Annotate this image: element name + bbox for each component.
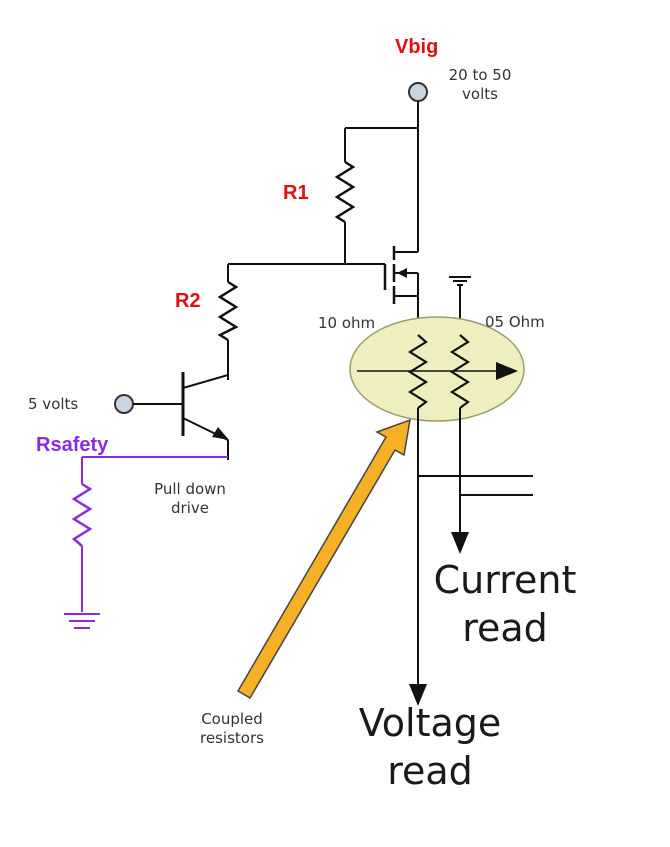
vbig-range-label: 20 to 50 volts <box>440 68 520 102</box>
vbig-range-line2: volts <box>462 85 498 103</box>
current-read-arrow-icon <box>451 532 469 554</box>
r1-label: R1 <box>283 182 309 204</box>
voltage-read-arrow-icon <box>409 684 427 706</box>
rsafety-branch <box>64 456 228 629</box>
vbig-range-line1: 20 to 50 <box>448 66 512 84</box>
five-ohm-resistor <box>449 334 471 409</box>
voltage-read-line2: read <box>387 748 473 793</box>
vbig-label: Vbig <box>395 36 439 58</box>
mosfet-transistor <box>392 246 419 304</box>
vbig-terminal <box>408 82 428 102</box>
current-read-label: Current read <box>420 557 590 652</box>
five-volts-label: 5 volts <box>28 395 79 413</box>
r2-label: R2 <box>175 290 201 312</box>
pull-down-drive-label: Pull down drive <box>140 482 240 516</box>
coupled-resistors-label: Coupled resistors <box>183 712 281 746</box>
coupling-arrow-head <box>496 362 518 380</box>
pull-down-line2: drive <box>171 499 209 517</box>
five-ohm-label: 05 Ohm <box>485 313 545 331</box>
ten-ohm-resistor <box>407 334 429 409</box>
rsafety-resistor <box>71 482 93 547</box>
voltage-read-label: Voltage read <box>340 700 520 795</box>
r1-resistor <box>334 160 356 224</box>
coupled-resistors-pointer-arrow <box>236 418 411 700</box>
ten-ohm-label: 10 ohm <box>318 314 376 332</box>
bjt-transistor <box>181 372 229 460</box>
r2-resistor <box>217 280 239 342</box>
pull-down-line1: Pull down <box>154 480 226 498</box>
rsafety-label: Rsafety <box>36 434 109 456</box>
voltage-read-line1: Voltage <box>358 701 502 745</box>
coupled-line2: resistors <box>200 729 264 747</box>
five-volt-terminal <box>114 394 134 414</box>
current-read-line2: read <box>462 605 548 650</box>
current-read-line1: Current <box>433 558 577 602</box>
coupled-line1: Coupled <box>201 710 263 728</box>
coupled-resistor-ellipse <box>349 316 525 422</box>
